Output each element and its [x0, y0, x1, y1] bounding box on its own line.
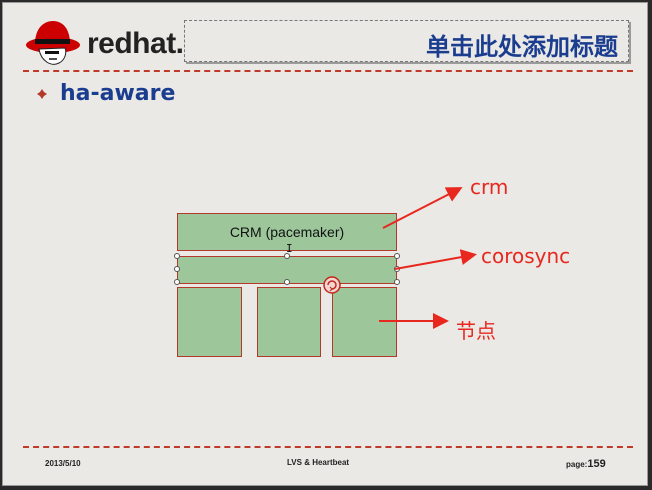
resize-handle-bottom-right[interactable] [394, 279, 400, 285]
node-box-2[interactable] [257, 287, 321, 357]
resize-handle-middle-right[interactable] [394, 266, 400, 272]
annotation-crm: crm [470, 175, 509, 199]
slide-title: 单击此处添加标题 [426, 33, 618, 61]
title-placeholder[interactable]: 单击此处添加标题 [184, 20, 629, 62]
slide: redhat. 单击此处添加标题 ha-aware CRM (pacemaker… [2, 2, 648, 486]
footer-page: page:159 [566, 458, 606, 470]
resize-handle-top-right[interactable] [394, 253, 400, 259]
resize-handle-middle-left[interactable] [174, 266, 180, 272]
header-divider [23, 70, 633, 72]
logo-text: redhat. [87, 27, 184, 60]
crm-box-label: CRM (pacemaker) [229, 224, 345, 240]
resize-handle-top-left[interactable] [174, 253, 180, 259]
redhat-logo: redhat. [23, 17, 184, 67]
crm-box[interactable]: CRM (pacemaker) [177, 213, 397, 251]
footer-date: 2013/5/10 [45, 459, 81, 468]
annotation-nodes: 节点 [456, 319, 496, 343]
node-box-3[interactable] [332, 287, 397, 357]
resize-handle-bottom-center[interactable] [284, 279, 290, 285]
bullet-heading: ha-aware [60, 81, 176, 106]
rotate-handle-icon[interactable] [323, 276, 341, 294]
diamond-bullet-icon [37, 89, 47, 99]
resize-handle-bottom-left[interactable] [174, 279, 180, 285]
node-box-1[interactable] [177, 287, 242, 357]
page-label: page: [566, 460, 588, 469]
page-number: 159 [587, 458, 606, 470]
annotation-corosync: corosync [481, 244, 571, 268]
shadowman-icon [26, 21, 80, 65]
footer-divider [23, 446, 633, 448]
text-cursor-icon: I [286, 242, 293, 255]
footer-title: LVS & Heartbeat [287, 458, 350, 467]
resize-handle-top-center[interactable] [284, 253, 290, 259]
arrow-corosync [394, 249, 477, 270]
